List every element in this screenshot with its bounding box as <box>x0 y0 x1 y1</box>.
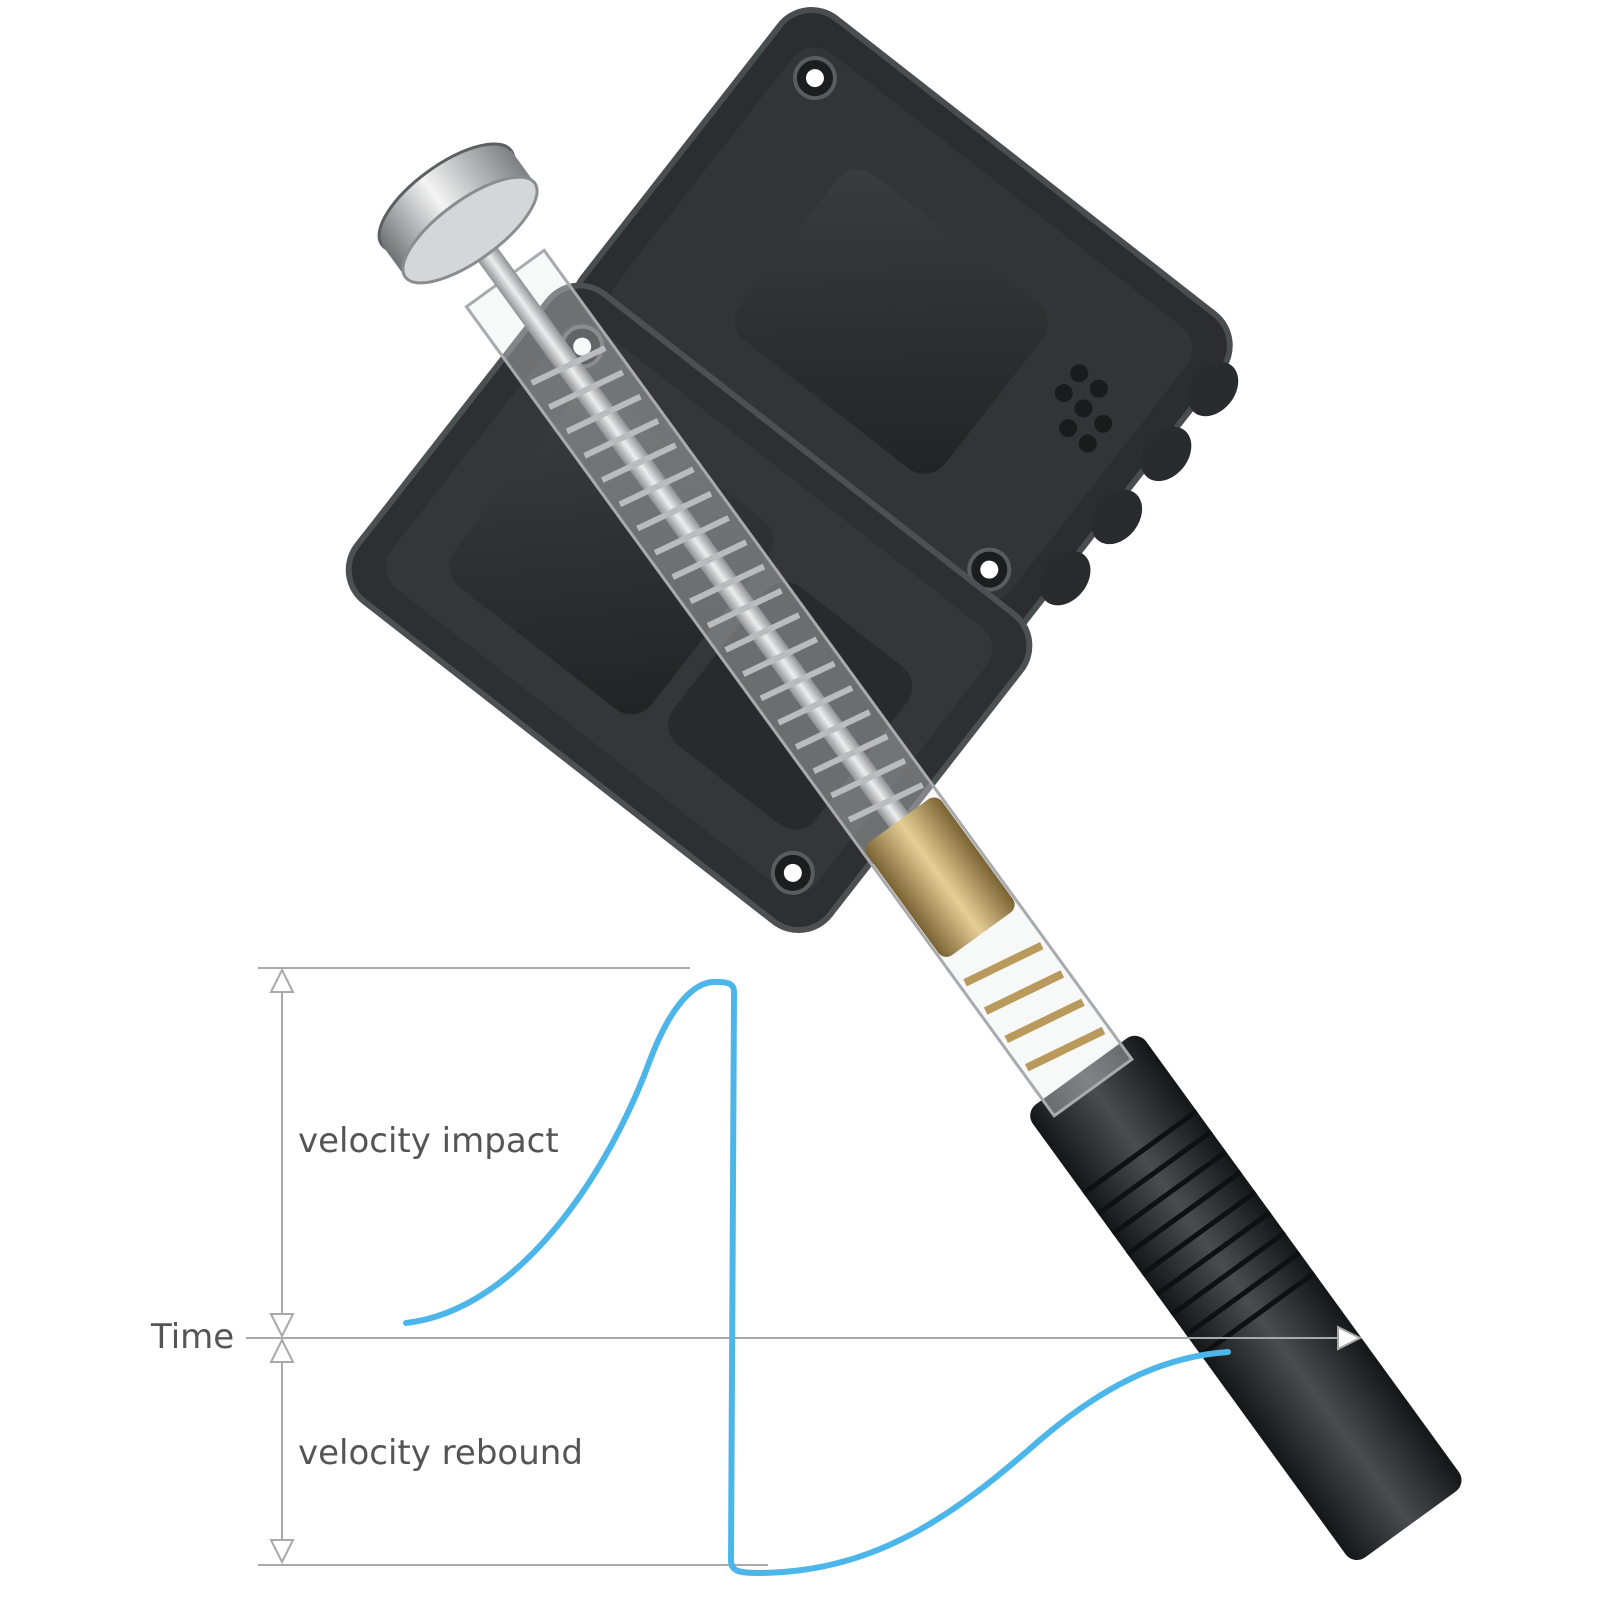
velocity-graph <box>246 967 1363 1576</box>
velocity-curve <box>403 978 1231 1576</box>
mounting-hole-icon <box>967 547 1012 592</box>
rebound-arrow-down-icon <box>269 1539 295 1565</box>
mounting-hole-icon <box>792 56 837 101</box>
rebound-arrow-up-icon <box>269 1337 295 1363</box>
time-axis-label: Time <box>151 1317 235 1357</box>
housing-back <box>571 7 1239 641</box>
impact-arrow-down-icon <box>269 1313 295 1339</box>
velocity-impact-label: velocity impact <box>298 1121 559 1161</box>
spring-icon <box>530 345 924 823</box>
rod-assembly <box>377 142 1462 1561</box>
mounting-hole-icon <box>770 850 815 895</box>
piston-icon <box>865 797 1015 957</box>
time-axis-arrow-icon <box>1337 1325 1363 1351</box>
shock-absorber-illustration <box>345 7 1462 1561</box>
impact-arrow-up-icon <box>269 967 295 993</box>
velocity-rebound-label: velocity rebound <box>298 1433 583 1473</box>
